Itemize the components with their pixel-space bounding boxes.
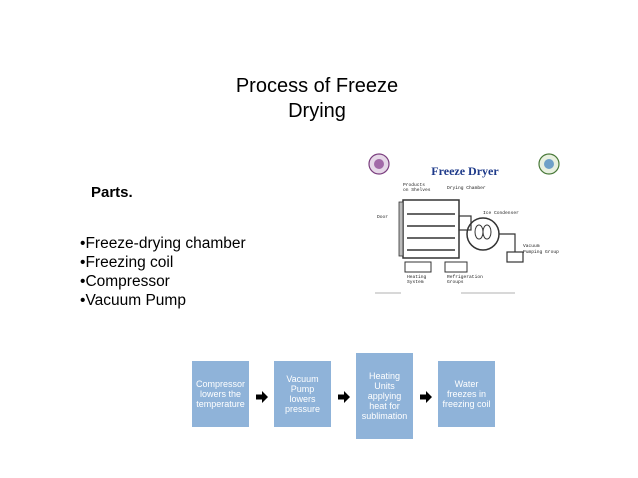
process-flow: Compressor lowers the temperature Vacuum… bbox=[0, 353, 638, 443]
arrow-right-icon bbox=[338, 391, 350, 403]
vacuum-line bbox=[499, 233, 516, 252]
label-pumping-group: Pumping Group bbox=[523, 249, 559, 255]
label-ice-condenser: Ice Condenser bbox=[483, 210, 519, 216]
figure-title: Freeze Dryer bbox=[431, 164, 499, 178]
connector-duct bbox=[458, 215, 472, 231]
condenser-coil bbox=[482, 224, 492, 240]
right-seal-icon bbox=[538, 153, 560, 175]
label-system: System bbox=[407, 279, 424, 285]
label-door: Door bbox=[377, 214, 388, 220]
label-groups: Groups bbox=[447, 279, 464, 285]
parts-list-item: Vacuum Pump bbox=[80, 291, 246, 310]
parts-list-item: Freeze-drying chamber bbox=[80, 234, 245, 253]
step-heating-units: Heating Units applying heat for sublimat… bbox=[356, 353, 413, 439]
title-line-1: Process of Freeze bbox=[235, 75, 399, 97]
heating-unit bbox=[404, 261, 432, 273]
door bbox=[398, 201, 404, 257]
slide-title: Process of Freeze Drying bbox=[200, 74, 434, 124]
parts-list-item: Compressor bbox=[80, 272, 246, 291]
condenser-coil bbox=[474, 224, 484, 240]
left-seal-icon bbox=[368, 153, 390, 175]
step-compressor: Compressor lowers the temperature bbox=[192, 361, 249, 427]
step-water-freezes: Water freezes in freezing coil bbox=[438, 361, 495, 427]
arrow-right-icon bbox=[420, 391, 432, 403]
label-products: Products bbox=[403, 182, 425, 188]
title-line-2: Drying bbox=[288, 100, 346, 122]
parts-list-item: Freezing coil bbox=[80, 253, 246, 272]
label-vacuum: Vacuum bbox=[523, 243, 540, 249]
parts-list: Freeze-drying chamber Freezing coil Comp… bbox=[80, 234, 246, 310]
label-on-shelves: on Shelves bbox=[403, 187, 431, 193]
freeze-dryer-diagram: Freeze Dryer Products on Shelves Drying … bbox=[365, 152, 565, 304]
refrigeration-unit bbox=[444, 261, 468, 273]
label-refrigeration: Refrigeration bbox=[447, 274, 483, 280]
label-drying-chamber: Drying Chamber bbox=[447, 185, 486, 191]
step-vacuum-pump: Vacuum Pump lowers pressure bbox=[274, 361, 331, 427]
arrow-right-icon bbox=[256, 391, 268, 403]
label-heating: Heating bbox=[407, 274, 427, 280]
vacuum-pump bbox=[506, 251, 524, 263]
parts-heading: Parts. bbox=[91, 184, 133, 201]
